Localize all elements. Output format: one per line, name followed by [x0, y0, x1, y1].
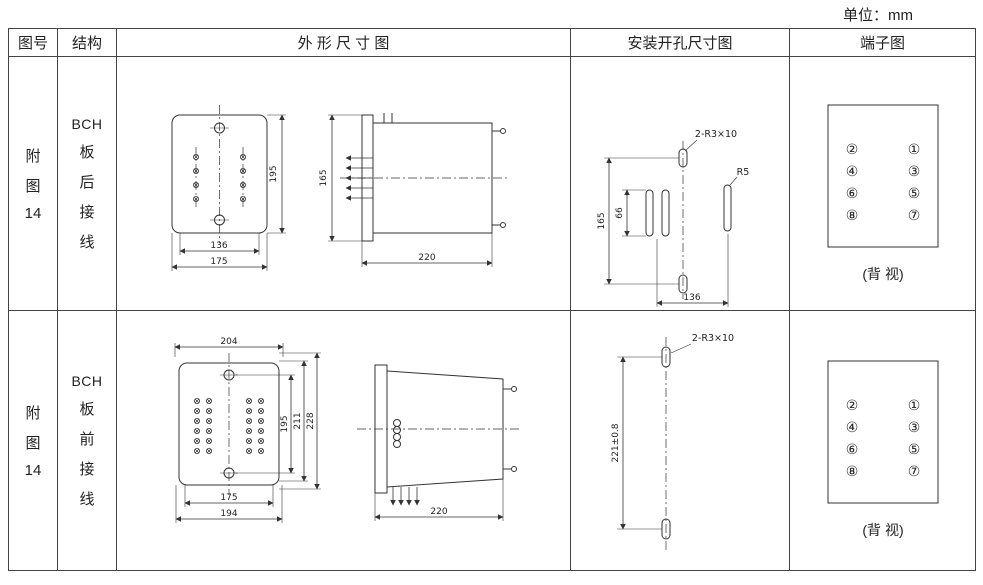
header-structure: 结构: [58, 29, 117, 57]
spec-table: 图号 结构 外 形 尺 寸 图 安装开孔尺寸图 端子图 附 图 14 BCH 板…: [8, 28, 976, 571]
outline-drawing-rear-wiring: 195 136 175: [171, 105, 508, 271]
figure-no-row1: 附 图 14: [9, 57, 58, 311]
structure-row2: BCH 板 前 接 线: [58, 311, 117, 571]
note-r5: R5: [737, 167, 750, 178]
dim-194: 194: [220, 509, 237, 519]
structure-line: 接: [79, 203, 95, 221]
dim-204: 204: [220, 337, 237, 347]
mounting-drawing-rear-wiring: 2-R3×10 R5 165 66: [597, 129, 750, 307]
mounting-cell-row2: 2-R3×10 221±0.8: [571, 311, 790, 571]
terminal-diagram-row2: ② ④ ⑥ ⑧ ① ③ ⑤ ⑦ (背 视): [827, 360, 939, 538]
rear-view-caption: (背 视): [862, 266, 903, 282]
structure-line: 接: [79, 460, 95, 478]
outline-cell-row2: 204 195 211 228: [117, 311, 571, 571]
header-terminal: 端子图: [790, 29, 976, 57]
terminal-number: ③: [908, 164, 921, 180]
terminal-number: ②: [846, 142, 859, 158]
terminal-number: ⑧: [846, 464, 859, 480]
note-2-r3x10: 2-R3×10: [692, 333, 734, 344]
terminal-number: ③: [908, 420, 921, 436]
dim-165: 165: [597, 212, 607, 229]
outline-cell-row1: 195 136 175: [117, 57, 571, 311]
dim-195: 195: [269, 165, 279, 182]
terminal-number: ⑧: [846, 208, 859, 224]
dim-221: 221±0.8: [611, 423, 621, 462]
header-figure-no: 图号: [9, 29, 58, 57]
rear-view-caption: (背 视): [862, 522, 903, 538]
figure-char: 14: [24, 462, 42, 479]
dim-220: 220: [430, 507, 447, 517]
dim-195: 195: [280, 415, 290, 432]
dim-220: 220: [418, 253, 435, 263]
figure-char: 附: [25, 148, 41, 165]
figure-char: 图: [25, 178, 41, 195]
mounting-drawing-front-wiring: 2-R3×10 221±0.8: [611, 333, 734, 553]
unit-label: 单位：mm: [843, 7, 913, 24]
terminal-cell-row2: ② ④ ⑥ ⑧ ① ③ ⑤ ⑦ (背 视): [790, 311, 976, 571]
terminal-number: ⑥: [846, 442, 859, 458]
dim-136: 136: [683, 293, 700, 303]
dim-165: 165: [319, 169, 329, 186]
structure-line: 后: [79, 173, 95, 191]
figure-char: 附: [25, 405, 41, 422]
structure-line: 板: [79, 400, 95, 418]
dim-228: 228: [306, 412, 316, 429]
header-mounting: 安装开孔尺寸图: [571, 29, 790, 57]
terminal-number: ①: [908, 398, 921, 414]
terminal-number: ④: [846, 420, 859, 436]
structure-line: 线: [79, 233, 95, 251]
note-2-r3x10: 2-R3×10: [695, 129, 737, 140]
figure-char: 14: [24, 205, 42, 222]
structure-line: BCH: [71, 372, 103, 389]
terminal-number: ②: [846, 398, 859, 414]
dim-175: 175: [220, 493, 237, 503]
structure-line: 线: [79, 490, 95, 508]
terminal-cell-row1: ② ④ ⑥ ⑧ ① ③ ⑤ ⑦ (背 视): [790, 57, 976, 311]
header-outline: 外 形 尺 寸 图: [117, 29, 571, 57]
mounting-cell-row1: 2-R3×10 R5 165 66: [571, 57, 790, 311]
structure-row1: BCH 板 后 接 线: [58, 57, 117, 311]
terminal-number: ④: [846, 164, 859, 180]
structure-line: 前: [79, 430, 95, 448]
dim-136: 136: [210, 241, 227, 251]
dim-175: 175: [210, 257, 227, 267]
structure-line: BCH: [71, 115, 103, 132]
terminal-number: ⑥: [846, 186, 859, 202]
dim-211: 211: [293, 412, 303, 429]
figure-char: 图: [25, 435, 41, 452]
structure-line: 板: [79, 143, 95, 161]
terminal-number: ⑤: [908, 442, 921, 458]
terminal-number: ①: [908, 142, 921, 158]
terminal-number: ⑦: [908, 464, 921, 480]
dim-66: 66: [615, 207, 625, 219]
terminal-number: ⑦: [908, 208, 921, 224]
terminal-diagram-row1: ② ④ ⑥ ⑧ ① ③ ⑤ ⑦ (背 视): [827, 104, 939, 282]
figure-no-row2: 附 图 14: [9, 311, 58, 571]
outline-drawing-front-wiring: 204 195 211 228: [174, 337, 521, 523]
terminal-number: ⑤: [908, 186, 921, 202]
